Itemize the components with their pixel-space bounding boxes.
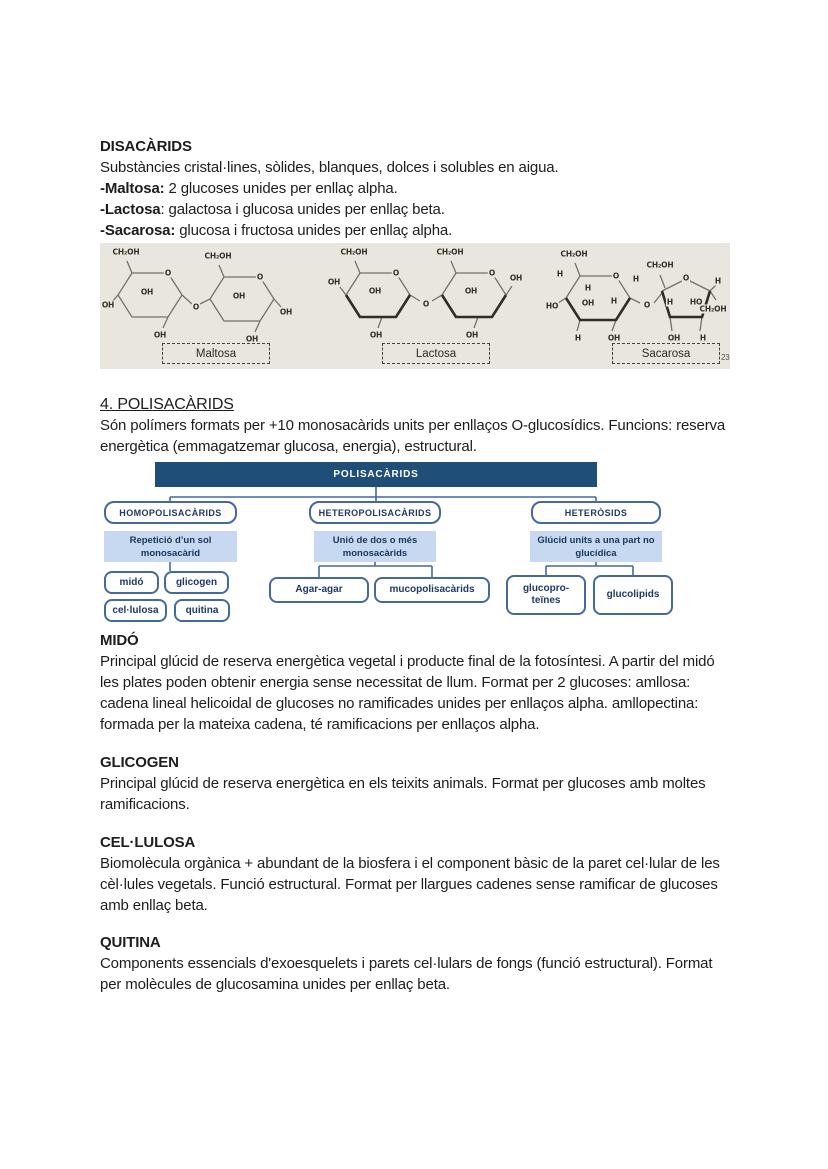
- child-quitina: quitina: [174, 599, 230, 622]
- atom-label: O: [255, 272, 265, 282]
- atom-label: OH: [580, 298, 596, 308]
- atom-label: OH: [152, 330, 168, 340]
- atom-label: OH: [100, 300, 116, 310]
- child-agar-agar: Agar-agar: [269, 577, 369, 603]
- atom-label: OH: [666, 333, 682, 343]
- child-glicogen: glicogen: [164, 571, 229, 594]
- atom-label: H: [665, 297, 675, 307]
- cellulosa-heading: CEL·LULOSA: [100, 834, 196, 851]
- atom-label: OH: [231, 291, 247, 301]
- note-heteropolisacarids: Unió de dos o més monosacàrids: [314, 531, 436, 562]
- child-mucopolisacarids: mucopolisacàrids: [374, 577, 490, 603]
- branch-heteropolisacarids: HETEROPOLISACÀRIDS: [309, 501, 441, 524]
- section-polisacarids: 4. POLISACÀRIDS Són polímers formats per…: [100, 394, 736, 457]
- atom-label: O: [487, 268, 497, 278]
- atom-label: O: [163, 268, 173, 278]
- child-mido: midó: [104, 571, 159, 594]
- quitina-body: Components essencials d'exoesquelets i p…: [100, 955, 713, 993]
- mido-body: Principal glúcid de reserva energètica v…: [100, 653, 715, 733]
- atom-label: OH: [368, 330, 384, 340]
- desc-maltosa: 2 glucoses unides per enllaç alpha.: [164, 180, 398, 197]
- mido-heading: MIDÓ: [100, 632, 139, 649]
- diagram-root: POLISACÀRIDS: [155, 462, 597, 487]
- desc-lactosa: : galactosa i glucosa unides per enllaç …: [160, 201, 445, 218]
- desc-sacarosa: glucosa i fructosa unides per enllaç alp…: [175, 222, 453, 239]
- atom-label: CH₂OH: [559, 249, 589, 259]
- atom-label: HO: [688, 297, 704, 307]
- list-item-sacarosa: -Sacarosa: glucosa i fructosa unides per…: [100, 220, 736, 241]
- section-mido: MIDÓ Principal glúcid de reserva energèt…: [100, 630, 736, 735]
- diagram-connectors: [169, 487, 634, 577]
- atom-label: HO: [544, 301, 560, 311]
- list-item-maltosa: -Maltosa: 2 glucoses unides per enllaç a…: [100, 178, 736, 199]
- atom-label: OH: [508, 273, 524, 283]
- atom-label: OH: [463, 286, 479, 296]
- note-heterosids: Glúcid units a una part no glucídica: [530, 531, 662, 562]
- atom-label: H: [555, 269, 565, 279]
- section-cellulosa: CEL·LULOSA Biomolècula orgànica + abunda…: [100, 832, 736, 916]
- glicogen-body: Principal glúcid de reserva energètica e…: [100, 775, 706, 813]
- maltosa-label-box: Maltosa: [162, 343, 270, 364]
- atom-label: H: [573, 333, 583, 343]
- atom-label: O: [191, 302, 201, 312]
- atom-label: OH: [244, 334, 260, 344]
- section-disacarids: DISACÀRIDS Substàncies cristal·lines, sò…: [100, 136, 736, 241]
- atom-label: OH: [326, 277, 342, 287]
- atom-label: H: [698, 333, 708, 343]
- cellulosa-body: Biomolècula orgànica + abundant de la bi…: [100, 855, 720, 914]
- note-homopolisacarids: Repetició d’un sol monosacàrid: [104, 531, 237, 562]
- glicogen-heading: GLICOGEN: [100, 754, 179, 771]
- sacarosa-label-box: Sacarosa: [612, 343, 720, 364]
- atom-label: CH₂OH: [435, 247, 465, 257]
- section-quitina: QUITINA Components essencials d'exoesque…: [100, 932, 736, 995]
- quitina-heading: QUITINA: [100, 934, 161, 951]
- atom-label: OH: [606, 333, 622, 343]
- disacarids-intro: Substàncies cristal·lines, sòlides, blan…: [100, 159, 559, 176]
- child-cellulosa: cel·lulosa: [104, 599, 167, 622]
- list-item-lactosa: -Lactosa: galactosa i glucosa unides per…: [100, 199, 736, 220]
- ring-skeleton-graphics: [111, 260, 717, 333]
- polisacarids-body: Són polímers formats per +10 monosacàrid…: [100, 417, 726, 455]
- atom-label: CH₂OH: [111, 247, 141, 257]
- atom-label: CH₂OH: [203, 251, 233, 261]
- atom-label: OH: [367, 286, 383, 296]
- lactosa-label-box: Lactosa: [382, 343, 490, 364]
- figure-page-number: 23: [721, 353, 730, 362]
- term-sacarosa: -Sacarosa:: [100, 222, 176, 239]
- polisacarids-diagram: POLISACÀRIDS HOMOPOLISACÀRIDS HETEROPOLI…: [100, 460, 736, 625]
- atom-label: CH₂OH: [698, 304, 728, 314]
- atom-label: H: [609, 296, 619, 306]
- atom-label: CH₂OH: [645, 260, 675, 270]
- atom-label: O: [642, 300, 652, 310]
- atom-label: O: [421, 299, 431, 309]
- disacarids-heading: DISACÀRIDS: [100, 138, 192, 155]
- atom-label: O: [681, 273, 691, 283]
- polisacarids-heading: 4. POLISACÀRIDS: [100, 396, 234, 413]
- atom-label: H: [631, 274, 641, 284]
- term-maltosa: -Maltosa:: [100, 180, 165, 197]
- atom-label: OH: [278, 307, 294, 317]
- atom-label: OH: [139, 287, 155, 297]
- section-glicogen: GLICOGEN Principal glúcid de reserva ene…: [100, 752, 736, 815]
- term-lactosa: -Lactosa: [100, 201, 161, 218]
- child-glucolipids: glucolipids: [593, 575, 673, 615]
- atom-label: O: [611, 271, 621, 281]
- branch-homopolisacarids: HOMOPOLISACÀRIDS: [104, 501, 237, 524]
- branch-heterosids: HETERÒSIDS: [531, 501, 661, 524]
- atom-label: H: [713, 276, 723, 286]
- child-glucoproteines: glucopro- teïnes: [506, 575, 586, 615]
- atom-label: O: [391, 268, 401, 278]
- atom-label: H: [583, 283, 593, 293]
- atom-label: CH₂OH: [339, 247, 369, 257]
- atom-label: OH: [464, 330, 480, 340]
